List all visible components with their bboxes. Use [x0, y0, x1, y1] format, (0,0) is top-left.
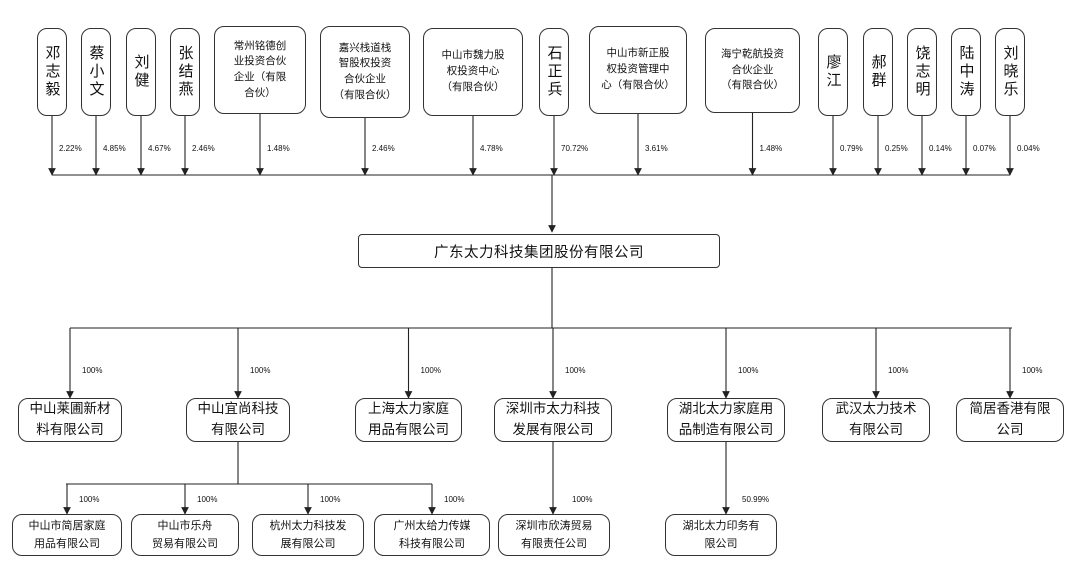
shareholder-box: 常州铭德创 业投资合伙 企业（有限 合伙） [214, 26, 306, 114]
second-level-company-box: 杭州太力科技发 展有限公司 [252, 514, 364, 556]
second-level-percentage: 100% [572, 495, 593, 504]
main-company-box: 广东太力科技集团股份有限公司 [358, 234, 720, 268]
shareholder-percentage: 1.48% [759, 144, 783, 153]
shareholder-percentage: 2.46% [372, 144, 395, 153]
shareholder-percentage: 70.72% [561, 144, 589, 153]
subsidiary-box: 上海太力家庭 用品有限公司 [355, 398, 462, 442]
second-level-company-box: 湖北太力印务有 限公司 [665, 514, 777, 556]
shareholder-percentage: 3.61% [645, 144, 668, 153]
shareholder-box: 中山市魏力股 权投资中心 （有限合伙） [423, 28, 523, 116]
subsidiary-box: 武汉太力技术 有限公司 [822, 398, 930, 442]
shareholder-percentage: 2.46% [192, 144, 215, 153]
shareholder-box: 石正兵 [539, 28, 569, 116]
subsidiary-box: 深圳市太力科技 发展有限公司 [494, 398, 612, 442]
second-level-percentage: 100% [79, 495, 100, 504]
shareholder-box: 海宁乾航投资 合伙企业 （有限合伙） [705, 28, 800, 113]
shareholder-box: 郝群 [863, 28, 893, 116]
shareholder-box: 张结燕 [170, 28, 200, 116]
shareholder-percentage: 4.78% [480, 144, 503, 153]
shareholder-percentage: 0.14% [929, 144, 952, 153]
shareholder-box: 刘健 [126, 28, 156, 116]
shareholder-box: 刘晓乐 [995, 28, 1025, 116]
subsidiary-percentage: 100% [565, 366, 586, 375]
shareholder-percentage: 4.67% [148, 144, 171, 153]
subsidiary-percentage: 100% [888, 366, 909, 375]
shareholder-box: 蔡小文 [81, 28, 111, 116]
shareholder-percentage: 0.07% [973, 144, 996, 153]
subsidiary-percentage: 100% [82, 366, 103, 375]
shareholder-percentage: 4.85% [103, 144, 126, 153]
subsidiary-box: 简居香港有限 公司 [956, 398, 1064, 442]
shareholder-percentage: 0.79% [840, 144, 863, 153]
second-level-company-box: 中山市乐舟 贸易有限公司 [131, 514, 239, 556]
subsidiary-percentage: 100% [250, 366, 271, 375]
shareholder-box: 邓志毅 [37, 28, 67, 116]
shareholder-box: 嘉兴栈道栈 智股权投资 合伙企业 （有限合伙） [320, 26, 410, 118]
shareholder-percentage: 0.25% [885, 144, 908, 153]
shareholder-box: 廖江 [818, 28, 848, 116]
subsidiary-percentage: 100% [738, 366, 759, 375]
subsidiary-box: 中山宜尚科技 有限公司 [186, 398, 290, 442]
shareholder-box: 陆中涛 [951, 28, 981, 116]
second-level-percentage: 100% [320, 495, 341, 504]
subsidiary-percentage: 100% [420, 366, 441, 375]
second-level-percentage: 100% [197, 495, 218, 504]
second-level-company-box: 广州太给力传媒 科技有限公司 [374, 514, 490, 556]
shareholder-box: 中山市新正股 权投资管理中 心（有限合伙） [589, 26, 687, 114]
second-level-company-box: 深圳市欣涛贸易 有限责任公司 [498, 514, 610, 556]
second-level-percentage: 50.99% [742, 495, 770, 504]
second-level-company-box: 中山市简居家庭 用品有限公司 [12, 514, 122, 556]
shareholder-percentage: 2.22% [59, 144, 82, 153]
subsidiary-box: 中山莱圃新材 料有限公司 [18, 398, 122, 442]
shareholder-percentage: 0.04% [1017, 144, 1040, 153]
shareholder-percentage: 1.48% [267, 144, 290, 153]
subsidiary-percentage: 100% [1022, 366, 1043, 375]
second-level-percentage: 100% [444, 495, 465, 504]
subsidiary-box: 湖北太力家庭用 品制造有限公司 [667, 398, 785, 442]
shareholder-box: 饶志明 [907, 28, 937, 116]
